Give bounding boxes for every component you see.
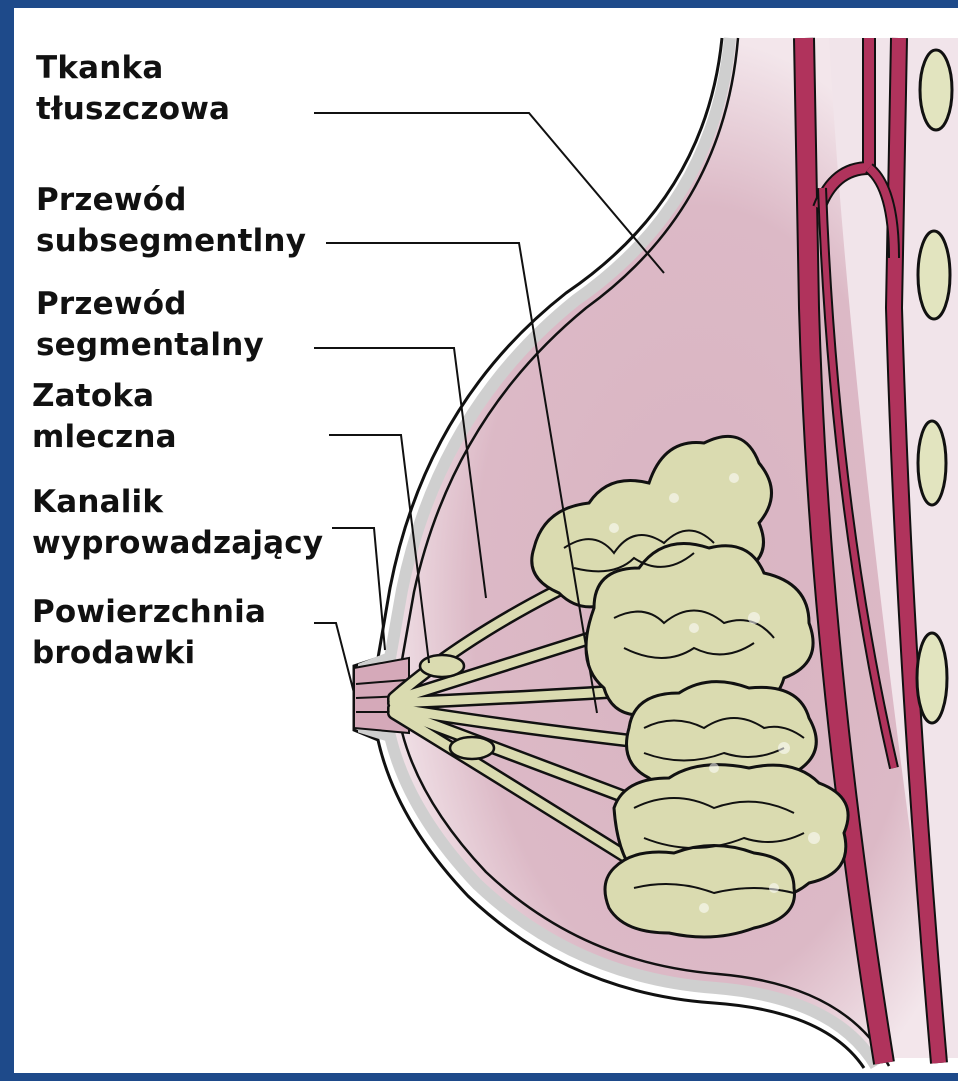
- leader-line-nipple: [314, 623, 354, 693]
- label-zatoka-mleczna: Zatoka mleczna: [32, 376, 177, 458]
- label-line: Przewód: [36, 284, 264, 325]
- leader-line-tkanka: [314, 113, 664, 273]
- label-line: segmentalny: [36, 325, 264, 366]
- label-tkanka-tluszczowa: Tkanka tłuszczowa: [36, 48, 230, 130]
- label-line: Tkanka: [36, 48, 230, 89]
- label-line: Kanalik: [32, 482, 323, 523]
- label-line: subsegmentlny: [36, 221, 306, 262]
- label-line: wyprowadzający: [32, 523, 323, 564]
- diagram-frame: Tkanka tłuszczowa Przewód subsegmentlny …: [14, 8, 958, 1073]
- label-powierzchnia-brodawki: Powierzchnia brodawki: [32, 592, 266, 674]
- label-line: Powierzchnia: [32, 592, 266, 633]
- label-line: brodawki: [32, 633, 266, 674]
- leader-line-duct: [332, 528, 385, 650]
- label-przewod-segmentalny: Przewód segmentalny: [36, 284, 264, 366]
- label-line: tłuszczowa: [36, 89, 230, 130]
- label-przewod-subsegmentlny: Przewód subsegmentlny: [36, 180, 306, 262]
- label-line: mleczna: [32, 417, 177, 458]
- label-kanalik-wyprowadzajacy: Kanalik wyprowadzający: [32, 482, 323, 564]
- label-line: Przewód: [36, 180, 306, 221]
- label-line: Zatoka: [32, 376, 177, 417]
